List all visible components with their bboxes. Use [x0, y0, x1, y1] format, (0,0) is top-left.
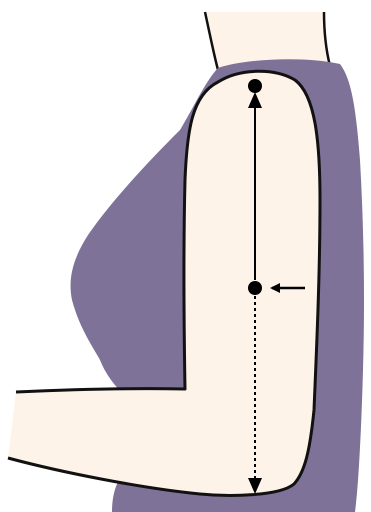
midpoint-marker	[248, 281, 262, 295]
shoulder-point-marker	[248, 79, 262, 93]
